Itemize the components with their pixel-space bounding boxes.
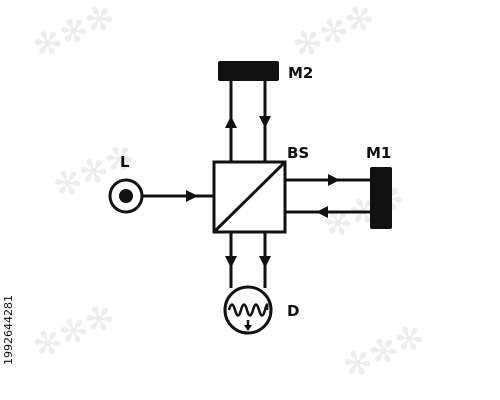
arrow-left-icon [316,206,328,218]
wave-icon [227,303,269,317]
stock-id-text: 1992644281 [2,295,15,365]
mirror-m2 [218,61,279,81]
detector-label: D [287,302,299,320]
watermark-mark: ✻✻✻ [27,0,121,68]
mirror-m1-label: M1 [366,144,391,162]
arrow-up-icon [225,116,237,128]
arrow-down-icon [225,256,237,268]
arrow-down-icon [259,256,271,268]
mirror-m2-label: M2 [288,64,313,82]
mirror-m1 [370,167,392,229]
beam-arrows [186,116,340,268]
arrow-right-icon [186,190,198,202]
arrow-right-icon [328,174,340,186]
beam-splitter [212,160,287,234]
watermark-mark: ✻✻✻ [337,316,431,388]
light-source-label: L [120,153,130,171]
light-source [108,178,144,214]
watermark-mark: ✻✻✻ [287,0,381,68]
detector [223,285,273,335]
beam-splitter-label: BS [287,144,309,162]
watermark-mark: ✻✻✻ [27,296,121,368]
arrow-down-icon [259,116,271,128]
